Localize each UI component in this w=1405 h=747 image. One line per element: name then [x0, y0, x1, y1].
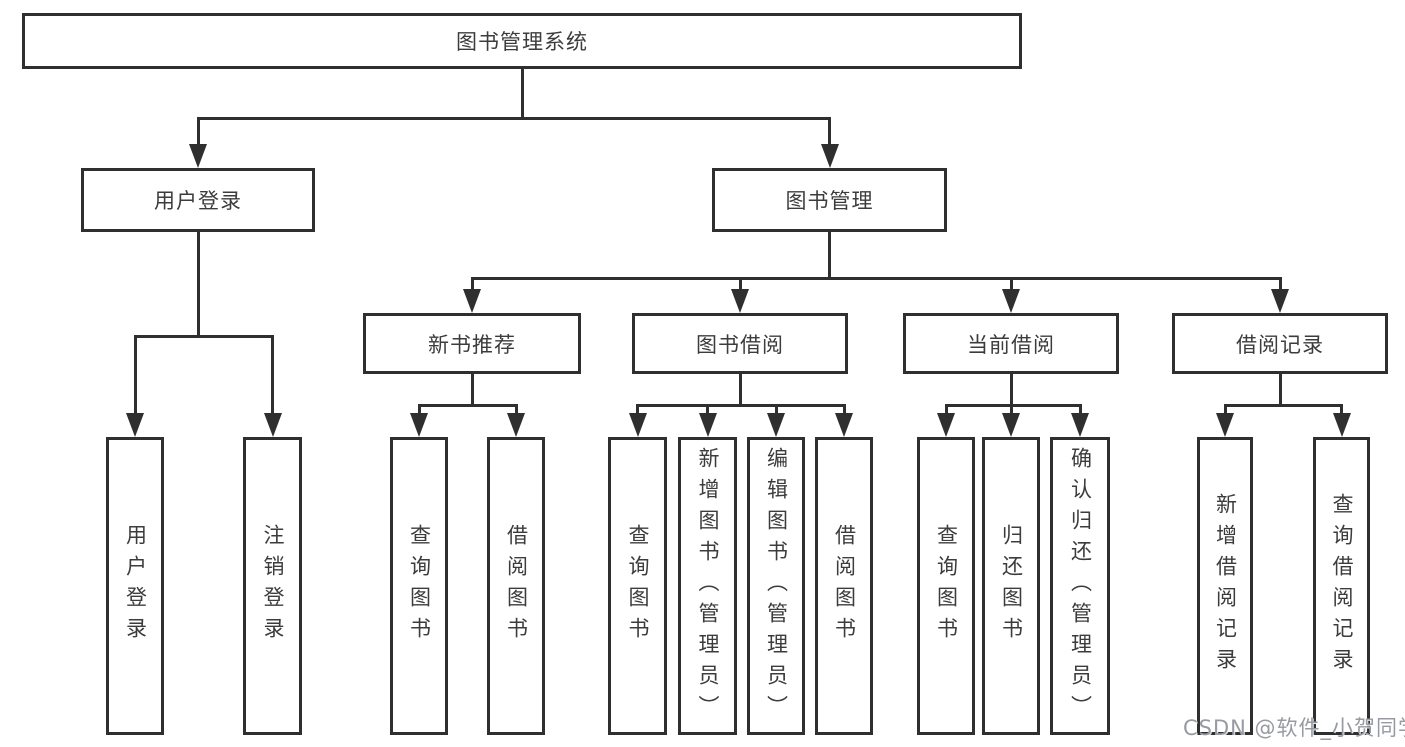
- connector-rail: [196, 116, 831, 120]
- connector-rail: [944, 403, 1082, 407]
- connector-rail: [1223, 403, 1343, 407]
- connector-drop: [470, 278, 474, 293]
- node-label: 归还图书: [999, 524, 1024, 648]
- node-label: 查询图书: [934, 524, 959, 648]
- node-current-borrow: 当前借阅: [903, 313, 1119, 374]
- connector-drop: [417, 405, 421, 417]
- node-new-book-recommend: 新书推荐: [363, 313, 581, 374]
- node-book-mgmt: 图书管理: [712, 168, 947, 232]
- node-label: 新增图书（管理员）: [696, 446, 720, 726]
- arrowhead-icon: [1002, 413, 1020, 437]
- arrowhead-icon: [1332, 413, 1351, 437]
- node-leaf-query-borrow-record: 查询借阅记录: [1313, 437, 1370, 735]
- arrowhead-icon: [1002, 289, 1020, 313]
- arrowhead-icon: [1271, 289, 1289, 313]
- node-label: 确认归还（管理员）: [1068, 446, 1093, 726]
- node-label: 查询借阅记录: [1330, 493, 1354, 679]
- arrowhead-icon: [767, 413, 785, 437]
- node-book-borrow: 图书借阅: [632, 313, 848, 374]
- node-label: 借阅图书: [504, 524, 529, 648]
- arrowhead-icon: [410, 413, 428, 437]
- node-leaf-logout: 注销登录: [243, 437, 302, 735]
- connector-stem: [828, 232, 831, 278]
- node-label: 图书管理: [785, 189, 874, 213]
- node-label: 用户登录: [123, 524, 148, 648]
- node-leaf-borrow-books-2: 借阅图书: [815, 437, 873, 735]
- connector-stem: [738, 374, 742, 405]
- connector-drop: [706, 405, 709, 417]
- arrowhead-icon: [463, 289, 481, 313]
- connector-drop: [1078, 405, 1082, 417]
- node-leaf-add-borrow-record: 新增借阅记录: [1197, 437, 1253, 735]
- connector-stem: [196, 232, 200, 336]
- node-label: 注销登录: [261, 524, 285, 648]
- node-label: 用户登录: [154, 189, 242, 213]
- connector-drop: [842, 405, 846, 417]
- connector-drop: [1278, 278, 1282, 293]
- node-label: 新增借阅记录: [1213, 493, 1238, 679]
- connector-drop: [133, 336, 137, 417]
- arrowhead-icon: [1216, 413, 1234, 437]
- node-label: 新书推荐: [428, 332, 516, 357]
- arrowhead-icon: [628, 413, 647, 437]
- arrowhead-icon: [126, 413, 144, 437]
- arrowhead-icon: [820, 144, 839, 168]
- connector-drop: [944, 405, 948, 417]
- node-label: 图书借阅: [696, 332, 784, 357]
- connector-rail: [133, 334, 274, 338]
- arrowhead-icon: [189, 144, 207, 168]
- node-leaf-return-book: 归还图书: [982, 437, 1040, 735]
- arrowhead-icon: [731, 289, 749, 313]
- node-leaf-edit-book: 编辑图书（管理员）: [747, 437, 805, 735]
- arrowhead-icon: [937, 413, 955, 437]
- connector-rail: [470, 276, 1282, 280]
- node-label: 借阅记录: [1236, 332, 1324, 357]
- connector-drop: [1009, 278, 1013, 293]
- node-label: 查询图书: [626, 524, 650, 648]
- watermark: CSDN @软件_小贺同学: [1183, 716, 1405, 740]
- node-leaf-user-login: 用户登录: [106, 437, 164, 735]
- node-leaf-query-books-3: 查询图书: [917, 437, 975, 735]
- node-borrow-records: 借阅记录: [1172, 313, 1388, 374]
- node-user-login: 用户登录: [81, 168, 315, 232]
- connector-drop: [514, 405, 518, 417]
- node-leaf-add-book: 新增图书（管理员）: [678, 437, 737, 735]
- arrowhead-icon: [263, 413, 282, 437]
- connector-drop: [828, 118, 831, 148]
- connector-stem: [1009, 374, 1013, 405]
- arrowhead-icon: [507, 413, 525, 437]
- connector-drop: [738, 278, 742, 293]
- node-label: 查询图书: [407, 524, 432, 648]
- connector-drop: [1009, 405, 1013, 417]
- arrowhead-icon: [1071, 413, 1089, 437]
- arrowhead-icon: [835, 413, 853, 437]
- node-leaf-query-books-2: 查询图书: [608, 437, 667, 735]
- node-label: 图书管理系统: [456, 30, 588, 54]
- node-leaf-query-books-1: 查询图书: [390, 437, 448, 735]
- connector-drop: [271, 336, 274, 417]
- node-label: 编辑图书（管理员）: [764, 446, 789, 726]
- node-label: 当前借阅: [967, 332, 1055, 357]
- connector-rail: [417, 403, 518, 407]
- node-label: 借阅图书: [832, 524, 857, 648]
- connector-drop: [196, 118, 200, 148]
- connector-drop: [1340, 405, 1343, 417]
- connector-stem: [470, 374, 474, 405]
- node-leaf-borrow-books-1: 借阅图书: [487, 437, 545, 735]
- node-root: 图书管理系统: [22, 13, 1022, 69]
- node-leaf-confirm-return: 确认归还（管理员）: [1050, 437, 1110, 735]
- connector-drop: [774, 405, 778, 417]
- connector-rail: [636, 403, 846, 407]
- connector-stem: [1278, 374, 1282, 405]
- connector-drop: [636, 405, 639, 417]
- arrowhead-icon: [698, 413, 717, 437]
- connector-stem: [520, 69, 524, 118]
- connector-drop: [1223, 405, 1227, 417]
